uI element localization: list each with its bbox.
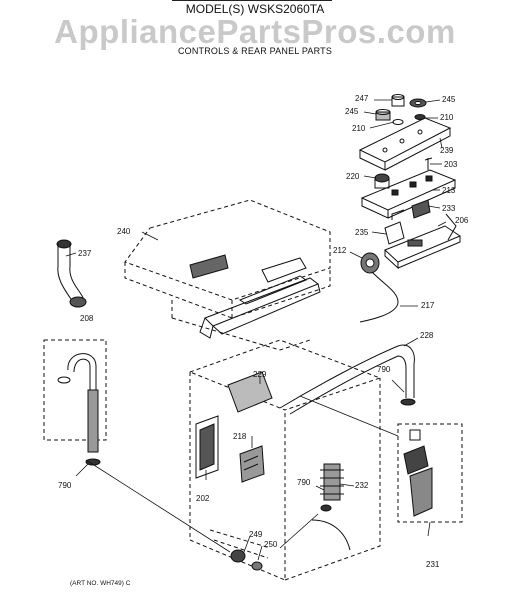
hose-228 xyxy=(279,344,416,415)
fitting-237 xyxy=(56,239,87,308)
part-label-228: 228 xyxy=(420,331,434,340)
pump-231 xyxy=(397,423,463,523)
panel-202 xyxy=(195,415,219,479)
section-subtitle: CONTROLS & REAR PANEL PARTS xyxy=(177,46,333,56)
part-label-212: 212 xyxy=(333,246,347,255)
switch-220 xyxy=(374,173,390,189)
part-label-213: 213 xyxy=(442,186,456,195)
art-number: (ART NO. WH749) C xyxy=(70,580,131,587)
watermark: AppliancePartsPros.com xyxy=(54,13,456,50)
board-229 xyxy=(227,371,273,413)
part-label-245-left: 245 xyxy=(345,107,359,116)
valve-232 xyxy=(311,463,351,551)
part-label-245-right: 245 xyxy=(442,95,456,104)
part-label-202: 202 xyxy=(196,494,210,503)
switch-235 xyxy=(384,209,405,245)
part-label-218: 218 xyxy=(233,432,247,441)
hose-208 xyxy=(43,339,107,466)
part-label-240: 240 xyxy=(117,227,131,236)
timer-plate-206 xyxy=(384,213,462,270)
part-label-237: 237 xyxy=(78,249,92,258)
part-label-239: 239 xyxy=(440,146,454,155)
bracket-213 xyxy=(360,169,457,219)
part-label-220: 220 xyxy=(346,172,360,181)
part-label-790-top: 790 xyxy=(377,365,391,374)
part-label-203: 203 xyxy=(444,160,458,169)
harness-217 xyxy=(359,271,399,323)
leveling-legs xyxy=(230,549,263,571)
part-label-232: 232 xyxy=(355,481,369,490)
model-title: MODEL(S) WSKS2060TA xyxy=(185,2,325,16)
part-label-210-right: 210 xyxy=(440,113,454,122)
part-label-250: 250 xyxy=(264,540,278,549)
part-label-233: 233 xyxy=(442,204,456,213)
title-rule xyxy=(172,0,332,1)
part-label-249: 249 xyxy=(249,530,263,539)
part-label-208: 208 xyxy=(80,314,94,323)
part-label-247: 247 xyxy=(355,94,369,103)
backsplash-240 xyxy=(189,254,321,339)
part-label-235: 235 xyxy=(355,228,369,237)
control-panel-240 xyxy=(124,199,331,351)
part-label-206: 206 xyxy=(455,216,469,225)
switch-233 xyxy=(411,199,431,219)
motor-212 xyxy=(360,252,380,274)
part-label-229: 229 xyxy=(253,370,267,379)
switch-218 xyxy=(239,445,265,483)
screw-203 xyxy=(424,157,433,170)
leader-lines xyxy=(65,99,447,561)
part-label-210-left: 210 xyxy=(352,124,366,133)
part-label-790-left: 790 xyxy=(58,481,72,490)
knobs xyxy=(375,94,427,125)
part-label-231: 231 xyxy=(426,560,440,569)
bracket-239 xyxy=(358,117,452,171)
part-label-790-mid: 790 xyxy=(297,478,311,487)
part-label-217: 217 xyxy=(421,301,435,310)
